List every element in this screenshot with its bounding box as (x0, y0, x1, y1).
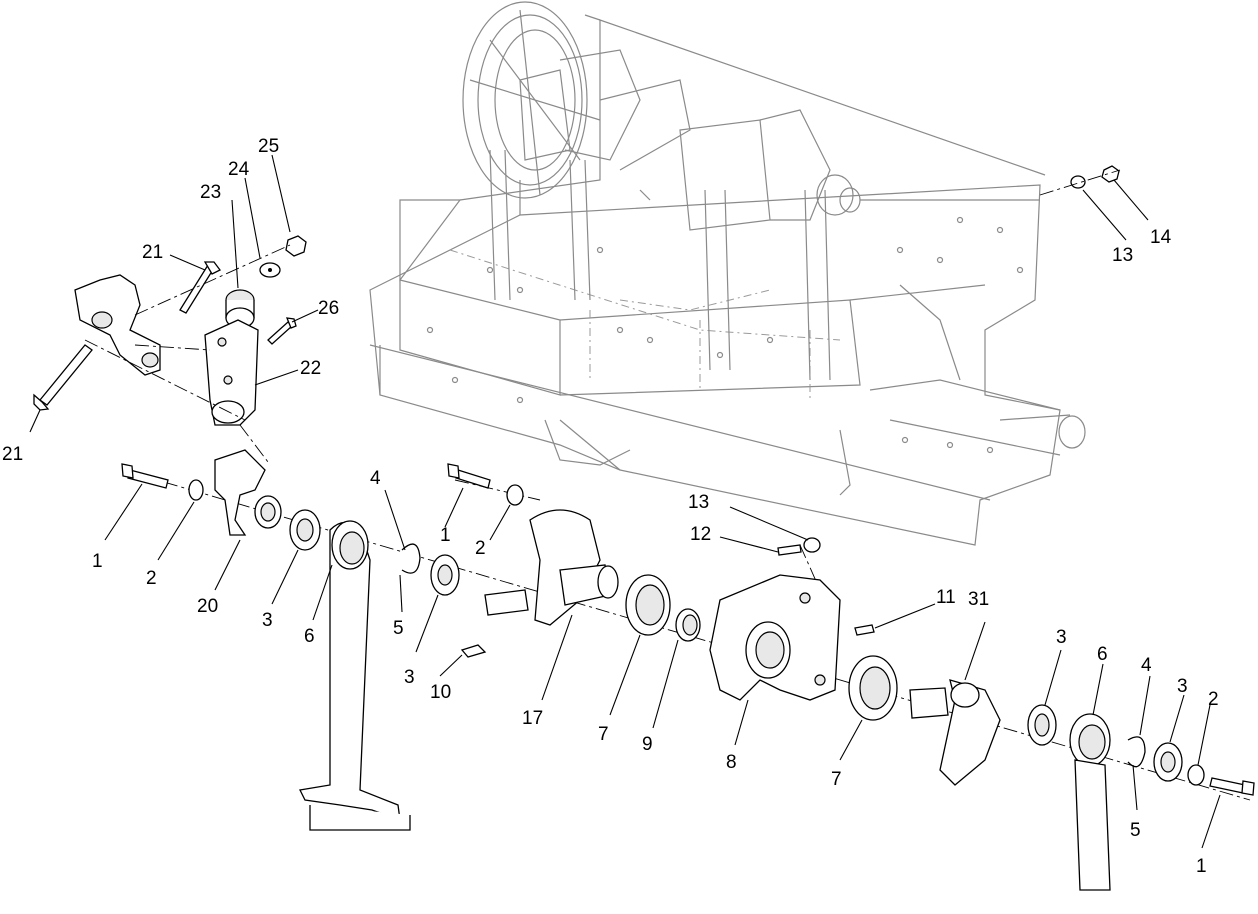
upper-bracket-subassembly (33, 235, 307, 463)
callout-label: 1 (92, 551, 103, 572)
callout-label: 4 (1141, 655, 1152, 676)
callout-labels: 1 1 1 2 2 2 3 3 3 3 4 4 5 5 6 6 7 7 8 9 … (2, 136, 1219, 877)
leader-lines (29, 154, 1221, 849)
callout-label: 6 (304, 626, 315, 647)
callout-label: 3 (1177, 676, 1188, 697)
callout-label: 10 (430, 682, 451, 703)
callout-label: 2 (1208, 689, 1219, 710)
callout-label: 13 (1112, 245, 1133, 266)
callout-label: 25 (258, 136, 279, 157)
callout-label: 31 (968, 589, 989, 610)
callout-label: 11 (936, 587, 956, 608)
callout-label: 6 (1097, 644, 1108, 665)
callout-label: 12 (690, 524, 711, 545)
callout-label: 5 (1130, 820, 1141, 841)
callout-label: 20 (197, 596, 218, 617)
callout-label: 1 (1196, 856, 1207, 877)
callout-label: 3 (1056, 627, 1067, 648)
main-shaft-exploded-parts (121, 165, 1255, 891)
callout-label: 5 (393, 618, 404, 639)
callout-label: 7 (598, 724, 609, 745)
callout-label: 17 (522, 708, 543, 729)
callout-label: 14 (1150, 227, 1172, 248)
callout-label: 9 (642, 734, 653, 755)
callout-label: 21 (2, 444, 23, 465)
callout-label: 1 (440, 525, 451, 546)
callout-label: 4 (370, 468, 381, 489)
callout-label: 2 (146, 568, 157, 589)
callout-label: 24 (228, 159, 250, 180)
callout-label: 3 (262, 610, 273, 631)
callout-label: 7 (831, 769, 842, 790)
callout-label: 26 (318, 298, 339, 319)
callout-label: 22 (300, 358, 321, 379)
callout-label: 21 (142, 242, 163, 263)
callout-label: 3 (404, 667, 415, 688)
callout-label: 13 (688, 492, 709, 513)
callout-label: 23 (200, 182, 221, 203)
ghosted-frame-assembly (369, 1, 1086, 546)
callout-label: 8 (726, 752, 737, 773)
callout-label: 2 (475, 538, 486, 559)
